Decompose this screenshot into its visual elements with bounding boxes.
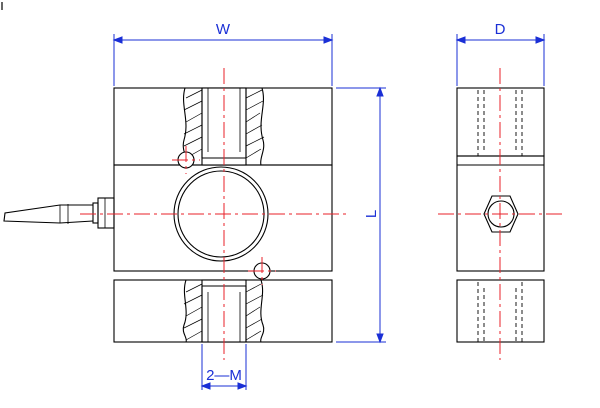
top-hatching: [183, 89, 265, 159]
thread-label: 2—M: [206, 367, 242, 384]
cable: [3, 204, 94, 224]
front-view: [3, 87, 333, 343]
width-label: W: [216, 21, 231, 38]
length-label: L: [363, 210, 380, 218]
side-centerlines: [438, 68, 562, 360]
cable-gland: [92, 197, 115, 229]
dimensions: [112, 34, 546, 390]
middle-block: [113, 164, 333, 272]
side-hidden-threads: [477, 90, 523, 342]
depth-label: D: [495, 21, 506, 38]
bottom-hatching: [183, 283, 264, 341]
front-centerlines: [80, 68, 346, 360]
side-hex-nut: [483, 195, 519, 233]
